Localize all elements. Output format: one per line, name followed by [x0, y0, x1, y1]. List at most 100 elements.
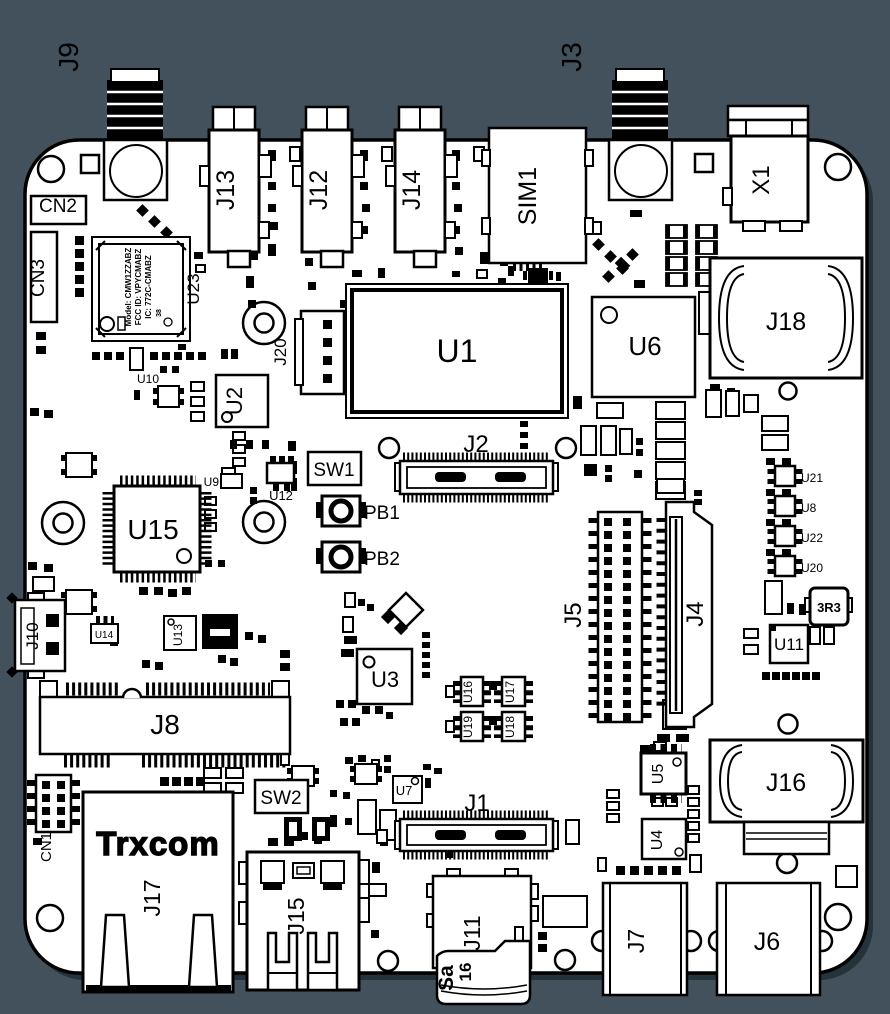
passive-component	[476, 269, 488, 279]
mounting-hole	[376, 949, 400, 973]
passive-component	[694, 490, 702, 496]
pcb-shape	[771, 626, 776, 631]
passive-component	[835, 865, 858, 888]
mounting-hole	[36, 154, 66, 184]
refdes-label: J20	[271, 338, 290, 365]
passive-component	[772, 672, 780, 680]
passive-component	[160, 777, 169, 786]
pcb-shape	[323, 320, 332, 329]
passive-component	[604, 557, 612, 565]
passive-component	[308, 282, 316, 290]
pcb-shape	[253, 778, 310, 815]
passive-component	[656, 478, 685, 494]
passive-component	[340, 300, 348, 308]
mounting-hole	[35, 903, 65, 933]
pcb-shape	[46, 642, 59, 655]
pcb-shape	[46, 614, 59, 627]
pcb-shape	[669, 516, 683, 714]
pcb-shape	[220, 473, 243, 489]
mounting-hole	[777, 713, 799, 735]
passive-component	[683, 257, 687, 270]
passive-component	[153, 385, 184, 408]
refdes-label: U5	[650, 764, 667, 785]
passive-component	[616, 866, 625, 875]
passive-component	[104, 352, 112, 360]
connector-j15-usb: J15	[238, 850, 370, 992]
ic-u17: U17	[494, 675, 533, 708]
pcb-shape	[639, 751, 688, 796]
module-marking: FCC ID: VPYCMABZ	[134, 249, 143, 326]
connector-j3-sma: J3	[556, 42, 674, 202]
passive-component	[623, 596, 631, 604]
passive-component	[116, 352, 124, 360]
passive-component	[623, 531, 631, 539]
passive-component	[160, 366, 167, 373]
pcb-shape	[590, 295, 697, 399]
passive-component	[445, 685, 455, 698]
ic-u9: U9	[204, 473, 243, 489]
passive-component	[687, 833, 700, 843]
passive-component	[672, 866, 681, 875]
pcb-shape	[29, 194, 88, 226]
pcb-shape	[110, 68, 160, 83]
passive-component	[538, 944, 547, 952]
pcb-shape	[500, 675, 527, 708]
mounting-hole	[778, 381, 798, 401]
connector-j5: J5	[560, 510, 652, 724]
passive-component	[343, 792, 350, 799]
ic-u13: U13	[163, 615, 197, 651]
passive-component	[57, 794, 65, 802]
passive-component	[687, 809, 700, 819]
refdes-label: J2	[463, 431, 488, 458]
passive-component	[153, 399, 158, 405]
passive-component	[614, 256, 631, 273]
passive-component	[630, 866, 639, 875]
passive-component	[743, 628, 759, 639]
passive-component	[623, 570, 631, 578]
passive-component	[766, 549, 775, 556]
passive-component	[61, 589, 97, 615]
pcb-shape	[258, 221, 270, 239]
module-marking: IC: 772C-CMABZ	[144, 255, 153, 319]
connector-j4: J4	[656, 500, 714, 729]
passive-component	[762, 672, 770, 680]
passive-component	[422, 672, 430, 678]
passive-component	[168, 589, 177, 597]
passive-component	[665, 256, 688, 271]
passive-component	[42, 820, 50, 828]
passive-component	[520, 432, 528, 438]
mounting-hole	[775, 851, 799, 875]
passive-component	[75, 288, 84, 297]
passive-component	[305, 258, 313, 266]
pcb-shape	[121, 687, 143, 699]
passive-component	[623, 700, 631, 708]
passive-component	[377, 766, 382, 772]
part-marking: 3R3	[817, 600, 841, 615]
passive-component	[155, 662, 163, 670]
passive-component	[623, 622, 631, 630]
passive-component	[190, 381, 205, 392]
passive-component	[425, 778, 431, 788]
pcb-shape	[362, 655, 376, 669]
passive-component	[445, 720, 455, 733]
passive-component	[194, 252, 203, 259]
pcb-shape	[808, 586, 850, 627]
pcb-shape	[273, 483, 279, 491]
refdes-label: SW2	[260, 788, 301, 809]
passive-component	[782, 458, 791, 465]
pcb-shape	[270, 456, 276, 464]
pcb-shape	[292, 862, 315, 879]
refdes-label: J17	[139, 879, 165, 916]
passive-component	[250, 487, 257, 494]
passive-component	[61, 469, 66, 475]
mounting-hole	[823, 902, 853, 932]
passive-component	[360, 182, 368, 190]
passive-component	[92, 592, 97, 598]
passive-component	[28, 562, 37, 570]
connector-j10-microusb: J10	[6, 592, 67, 679]
pcb-shape	[742, 220, 766, 232]
pcb-shape	[773, 524, 797, 548]
passive-component	[287, 768, 292, 774]
passive-component	[480, 252, 488, 264]
